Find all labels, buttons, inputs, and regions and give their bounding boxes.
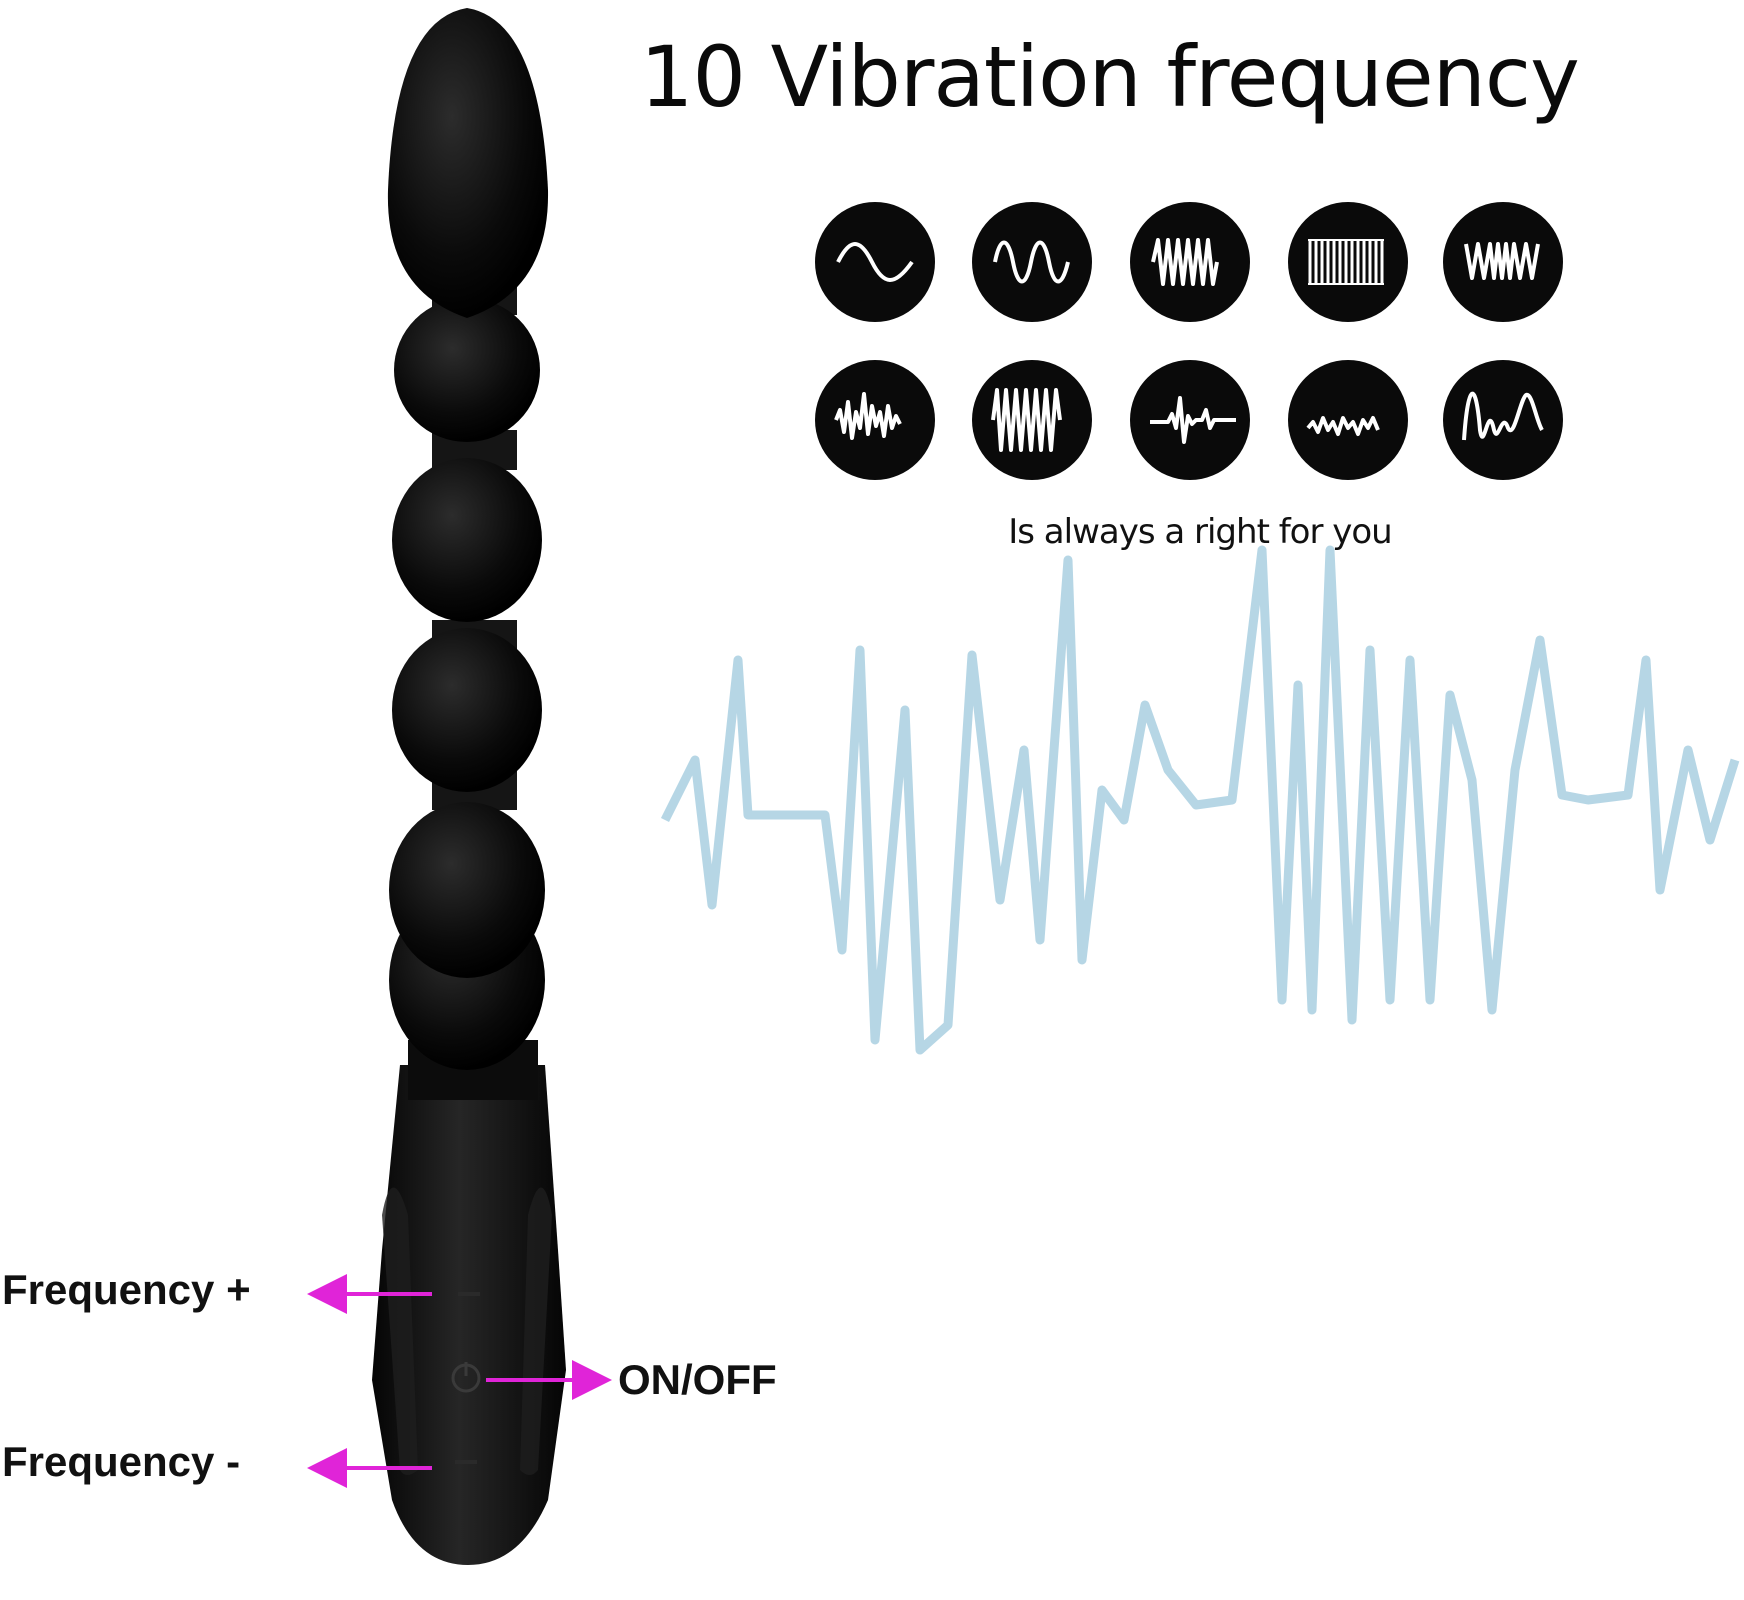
irregular-wave-icon bbox=[1443, 360, 1563, 480]
low-ripple-icon bbox=[1288, 360, 1408, 480]
background-wave-graphic bbox=[660, 545, 1740, 1055]
frequency-plus-label: Frequency + bbox=[2, 1266, 251, 1313]
random-pulse-icon bbox=[815, 360, 935, 480]
high-amplitude-pulse-icon bbox=[972, 360, 1092, 480]
subtitle: Is always a right for you bbox=[1008, 512, 1392, 552]
sine-wave-medium-icon bbox=[972, 202, 1092, 322]
vibration-mode-icons bbox=[815, 202, 1563, 480]
frequency-minus-label: Frequency - bbox=[2, 1438, 241, 1485]
on-off-label: ON/OFF bbox=[618, 1356, 777, 1403]
dense-wave-icon bbox=[1288, 202, 1408, 322]
heartbeat-pulse-icon bbox=[1130, 360, 1250, 480]
sine-wave-fast-icon bbox=[1130, 202, 1250, 322]
page-title: 10 Vibration frequency bbox=[640, 28, 1580, 126]
sine-wave-slow-icon bbox=[815, 202, 935, 322]
device-illustration bbox=[372, 8, 566, 1565]
burst-wave-icon bbox=[1443, 202, 1563, 322]
